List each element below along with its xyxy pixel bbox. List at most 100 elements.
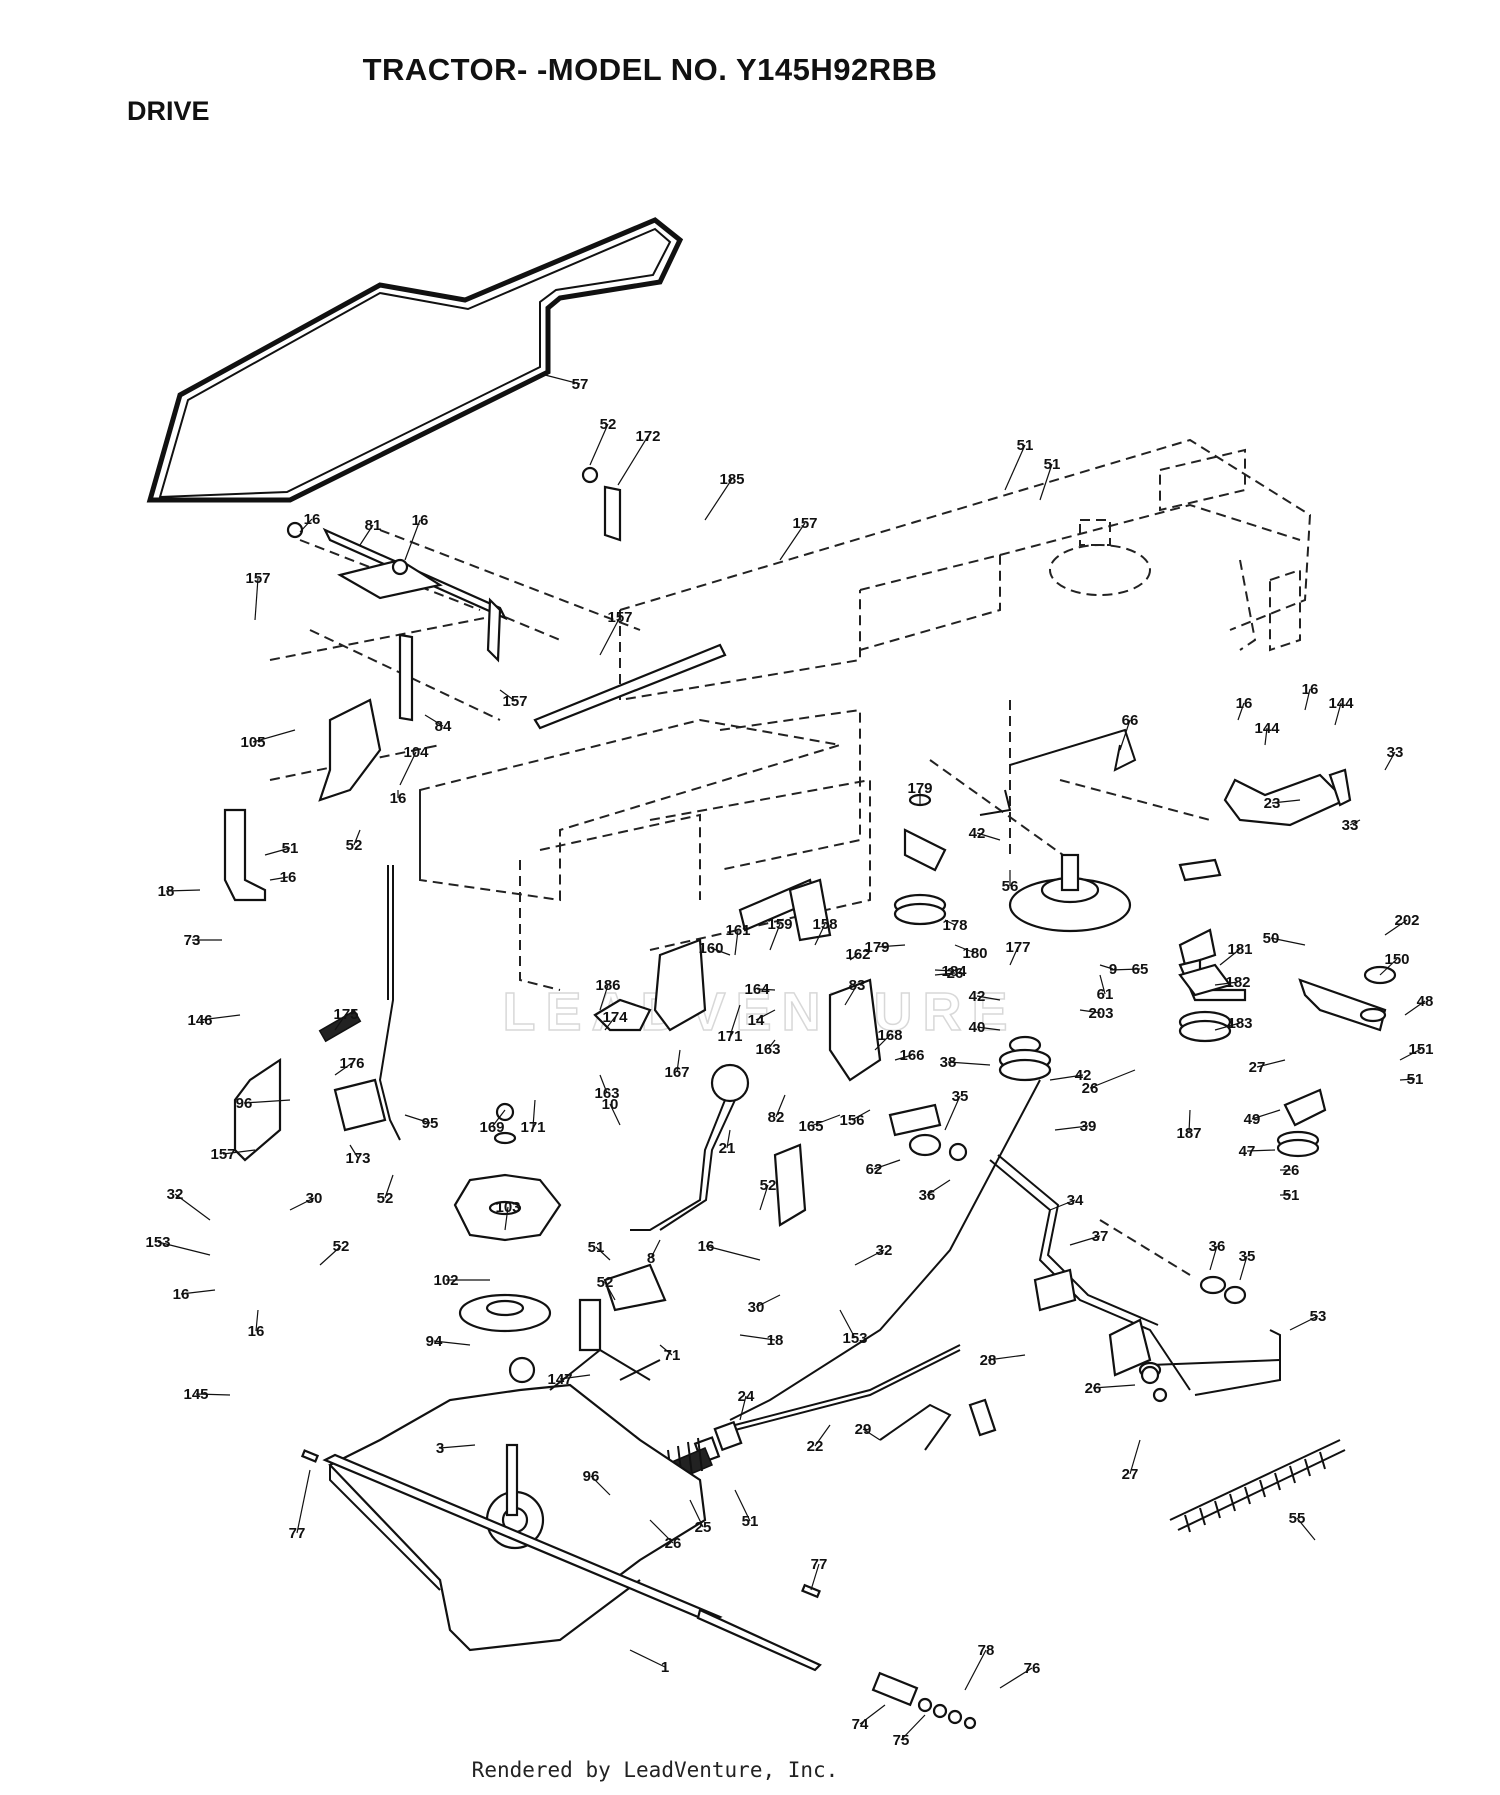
callout-label: 183 — [1227, 1015, 1252, 1032]
callout-3: 3 — [436, 1440, 476, 1457]
callout-leader — [839, 1309, 856, 1339]
callout-52: 52 — [589, 416, 616, 466]
callout-label: 166 — [899, 1047, 924, 1064]
callout-leader — [1264, 727, 1268, 746]
callout-label: 161 — [725, 922, 750, 939]
callout-label: 153 — [145, 1234, 170, 1251]
callout-leader — [349, 1144, 359, 1159]
callout-16: 16 — [698, 1238, 761, 1261]
section-label: DRIVE — [127, 96, 210, 126]
callout-label: 144 — [1254, 720, 1280, 737]
callout-61: 61 — [1097, 974, 1113, 1003]
callout-leader — [296, 1469, 311, 1534]
callout-51: 51 — [264, 840, 299, 857]
callout-leader — [334, 1013, 347, 1031]
callout-32: 32 — [854, 1242, 893, 1266]
callout-leader — [859, 1704, 886, 1725]
callout-144: 144 — [1254, 720, 1280, 746]
drive-belt — [146, 217, 684, 503]
callout-157: 157 — [210, 1146, 256, 1163]
callout-label: 51 — [282, 840, 299, 857]
left-brackets — [223, 808, 401, 1162]
callout-leader — [873, 1159, 901, 1170]
callout-leader — [1049, 1074, 1084, 1081]
callout-52: 52 — [597, 1274, 616, 1301]
callout-203: 203 — [1079, 1005, 1114, 1022]
callout-94: 94 — [426, 1333, 471, 1350]
callout-104: 104 — [399, 744, 429, 786]
callout-label: 16 — [304, 511, 321, 528]
callout-36: 36 — [919, 1179, 951, 1204]
callout-173: 173 — [345, 1144, 371, 1167]
callout-label: 51 — [588, 1239, 605, 1256]
callout-leader — [1009, 946, 1019, 966]
callout-28: 28 — [980, 1352, 1026, 1369]
callout-66: 66 — [1119, 712, 1138, 751]
callout-label: 157 — [607, 609, 632, 626]
callout-174: 174 — [602, 1009, 628, 1031]
callout-53: 53 — [1289, 1308, 1327, 1331]
callout-62: 62 — [866, 1159, 901, 1178]
callout-leader — [1039, 463, 1053, 501]
callout-label: 153 — [842, 1330, 867, 1347]
callout-label: 32 — [876, 1242, 893, 1259]
callout-55: 55 — [1289, 1510, 1316, 1541]
callout-157: 157 — [779, 515, 818, 561]
callout-leader — [894, 1054, 913, 1061]
callout-label: 78 — [978, 1642, 995, 1659]
callout-leader — [255, 1309, 259, 1332]
callout-171: 171 — [520, 1099, 546, 1136]
callout-leader — [1399, 1078, 1416, 1081]
callout-label: 53 — [1310, 1308, 1327, 1325]
callout-label: 187 — [1176, 1125, 1201, 1142]
callout-leader — [729, 1004, 741, 1037]
callout-leader — [433, 1340, 471, 1346]
callout-label: 52 — [377, 1190, 394, 1207]
callout-leader — [755, 1294, 781, 1308]
callout-180: 180 — [954, 944, 988, 962]
callout-156: 156 — [839, 1109, 871, 1129]
callout-label: 30 — [748, 1299, 765, 1316]
callout-26: 26 — [934, 965, 963, 982]
callout-leader — [1270, 937, 1306, 946]
callout-label: 28 — [980, 1352, 997, 1369]
callout-leader — [384, 1174, 394, 1199]
callout-label: 18 — [158, 883, 175, 900]
callout-leader — [676, 1049, 681, 1073]
callout-label: 26 — [1283, 1162, 1300, 1179]
callout-34: 34 — [1049, 1192, 1084, 1211]
page-title: TRACTOR- -MODEL NO. Y145H92RBB — [362, 52, 938, 87]
callout-label: 16 — [412, 512, 429, 529]
callout-leader — [1099, 974, 1106, 995]
callout-leader — [359, 524, 374, 546]
callout-label: 104 — [403, 744, 429, 761]
callout-18: 18 — [739, 1332, 784, 1349]
center-linkage — [578, 878, 1041, 1421]
callout-51: 51 — [1399, 1071, 1423, 1088]
callout-leader — [926, 1179, 951, 1196]
callout-label: 171 — [717, 1028, 742, 1045]
callout-leader — [734, 929, 739, 956]
callout-56: 56 — [1002, 870, 1018, 895]
callout-42: 42 — [969, 825, 1001, 842]
callout-30: 30 — [289, 1190, 322, 1211]
callout-label: 33 — [1387, 744, 1404, 761]
callout-label: 163 — [755, 1041, 780, 1058]
callout-leader — [814, 1424, 831, 1447]
callout-label: 169 — [479, 1119, 504, 1136]
callout-label: 18 — [767, 1332, 784, 1349]
callout-37: 37 — [1069, 1228, 1108, 1246]
callout-171: 171 — [717, 1004, 743, 1045]
callout-169: 169 — [479, 1109, 506, 1136]
callout-leader — [1069, 1235, 1101, 1246]
callout-179: 179 — [864, 939, 906, 956]
callout-162: 162 — [845, 946, 870, 963]
callout-leader — [353, 829, 361, 846]
callout-24: 24 — [738, 1388, 755, 1421]
callout-leader — [404, 1114, 431, 1124]
callout-leader — [862, 1428, 881, 1441]
callout-leader — [900, 1714, 926, 1741]
callout-8: 8 — [647, 1239, 661, 1267]
callout-77: 77 — [289, 1469, 311, 1542]
callout-leader — [599, 616, 621, 656]
